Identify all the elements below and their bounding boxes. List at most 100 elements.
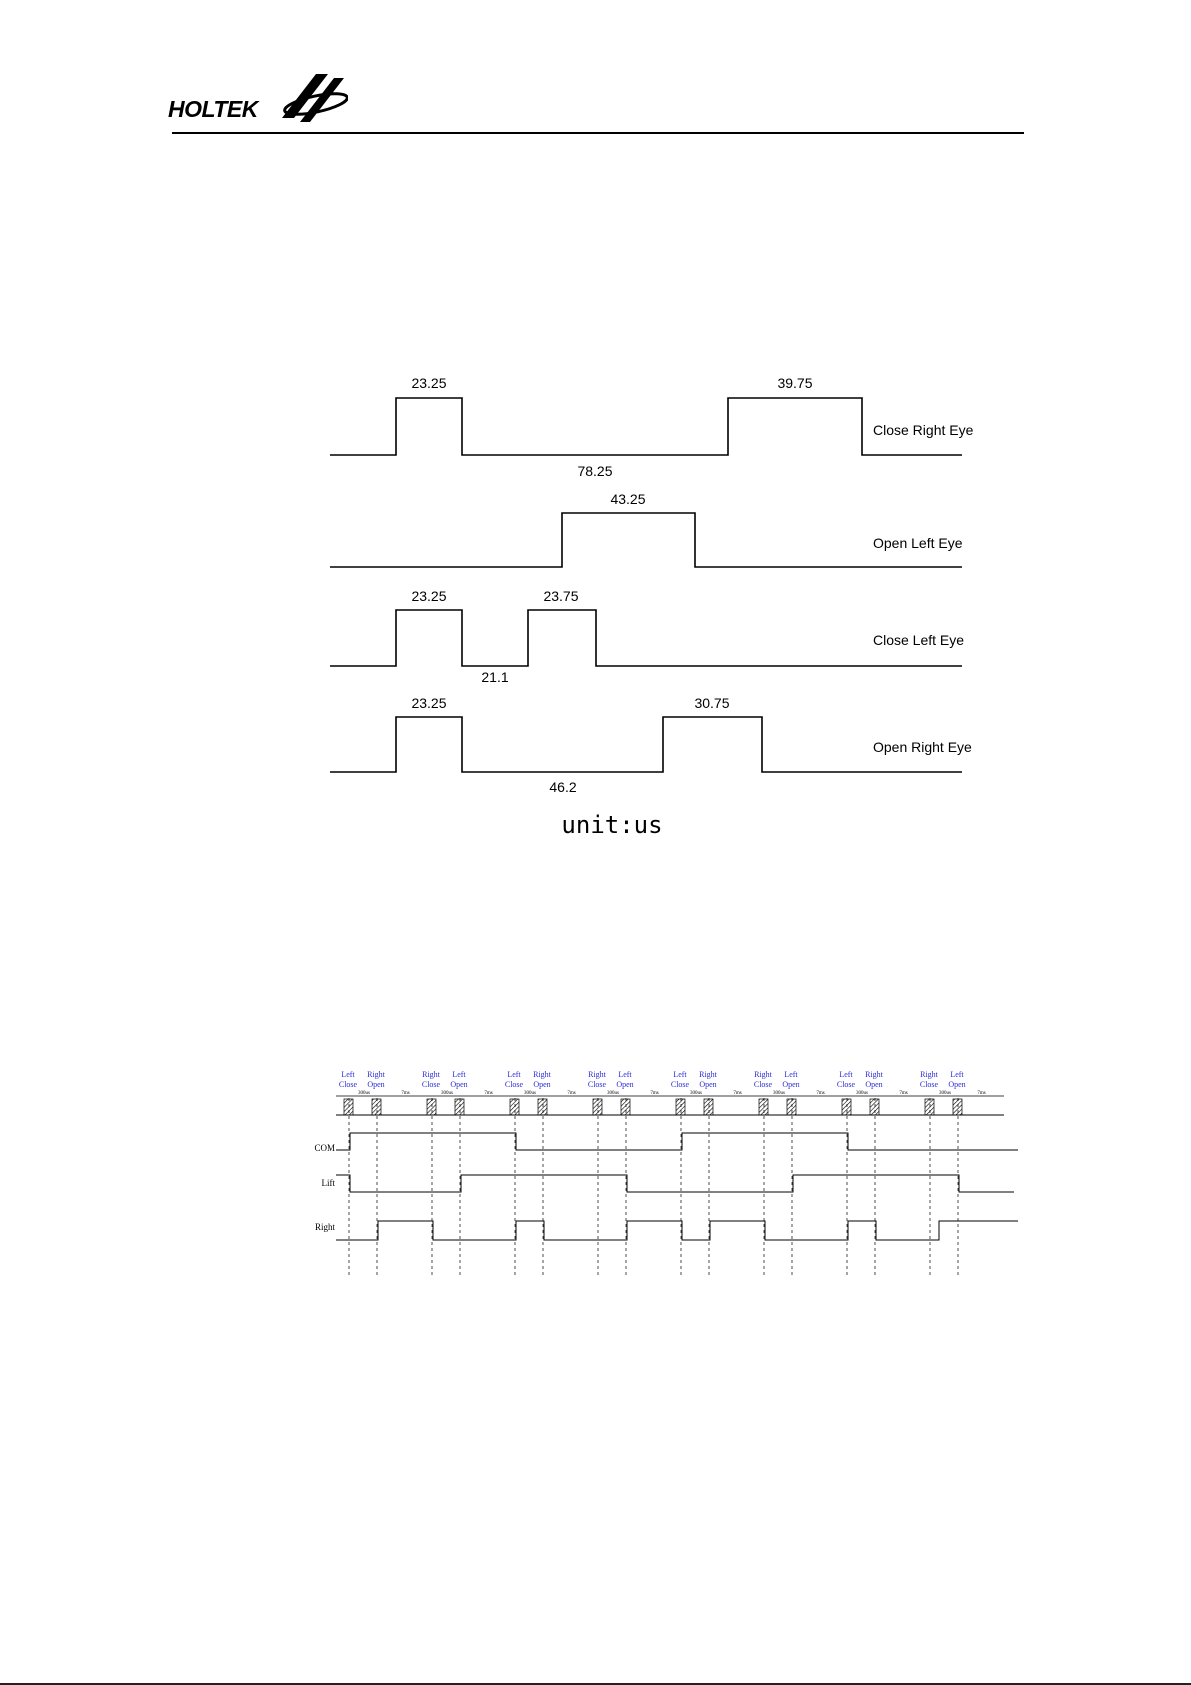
event-marker-box	[703, 1098, 714, 1116]
event-marker-box	[509, 1098, 520, 1116]
pulse-label: 23.75	[543, 588, 578, 604]
row-label: Close Right Eye	[873, 422, 974, 438]
row-open-right-eye: 23.25 30.75 46.2 Open Right Eye	[330, 695, 972, 795]
waveform-close-right-eye	[330, 397, 962, 456]
interval-label: 7ms	[899, 1091, 907, 1096]
interval-label: 7ms	[401, 1091, 409, 1096]
pulse-label: 23.25	[411, 695, 446, 711]
event-label-line1: Left	[673, 1070, 687, 1079]
event-marker-box	[537, 1098, 548, 1116]
pulse-label: 30.75	[694, 695, 729, 711]
event-marker-box	[592, 1098, 603, 1116]
event-label-line1: Right	[865, 1070, 884, 1079]
event-label-line2: Close	[671, 1080, 690, 1089]
event-marker-box	[924, 1098, 935, 1116]
event-marker-box	[426, 1098, 437, 1116]
event-label-line2: Open	[699, 1080, 716, 1089]
event-marker-box	[952, 1098, 963, 1116]
interval-label: 7ms	[733, 1091, 741, 1096]
event-label-line1: Left	[341, 1070, 355, 1079]
event-label-line2: Open	[533, 1080, 550, 1089]
waveform-close-left-eye	[330, 609, 962, 667]
event-label-line2: Close	[339, 1080, 358, 1089]
event-label-line1: Right	[920, 1070, 939, 1079]
event-label-line2: Open	[616, 1080, 633, 1089]
event-marker-box	[675, 1098, 686, 1116]
pulse-label: 39.75	[777, 375, 812, 391]
pulse-label: 43.25	[610, 491, 645, 507]
row-close-left-eye: 23.25 23.75 21.1 Close Left Eye	[330, 588, 964, 685]
pulse-label: 23.25	[411, 588, 446, 604]
event-label-line2: Close	[505, 1080, 524, 1089]
page-bottom-rule	[0, 1683, 1191, 1685]
event-label-line2: Open	[865, 1080, 882, 1089]
event-marker-box	[786, 1098, 797, 1116]
event-markers: LeftClose300usRightOpen7msRightClose300u…	[339, 1070, 986, 1278]
row-label: Close Left Eye	[873, 632, 964, 648]
event-label-line1: Right	[588, 1070, 607, 1079]
event-marker-box	[343, 1098, 354, 1116]
shutter-glasses-timing-diagram: LeftClose300usRightOpen7msRightClose300u…	[314, 1070, 1018, 1278]
interval-label: 300us	[441, 1091, 453, 1096]
interval-label: 7ms	[650, 1091, 658, 1096]
event-marker-box	[758, 1098, 769, 1116]
holtek-logo: HOLTEK	[168, 74, 348, 122]
event-label-line2: Open	[782, 1080, 799, 1089]
waveform-open-left-eye	[330, 512, 962, 568]
header-rule	[172, 132, 1024, 134]
gap-label: 21.1	[481, 669, 508, 685]
holtek-logo-text: HOLTEK	[168, 96, 260, 122]
row-label: Open Left Eye	[873, 535, 963, 551]
interval-label: 7ms	[567, 1091, 575, 1096]
event-label-line1: Left	[839, 1070, 853, 1079]
event-label-line2: Close	[588, 1080, 607, 1089]
waveform-right	[336, 1220, 1018, 1241]
event-label-line2: Close	[422, 1080, 441, 1089]
unit-label: unit:us	[561, 811, 662, 839]
event-marker-box	[620, 1098, 631, 1116]
event-label-line2: Close	[837, 1080, 856, 1089]
eye-timing-diagram: 23.25 39.75 78.25 Close Right Eye 43.25 …	[330, 375, 974, 839]
holtek-logo-mark	[282, 74, 348, 122]
interval-label: 7ms	[816, 1091, 824, 1096]
interval-label: 300us	[524, 1091, 536, 1096]
event-marker-box	[454, 1098, 465, 1116]
event-label-line1: Right	[367, 1070, 386, 1079]
event-label-line1: Right	[699, 1070, 718, 1079]
event-marker-box	[371, 1098, 382, 1116]
pulse-label: 23.25	[411, 375, 446, 391]
event-label-line1: Right	[533, 1070, 552, 1079]
interval-label: 300us	[690, 1091, 702, 1096]
row-open-left-eye: 43.25 Open Left Eye	[330, 491, 963, 568]
event-label-line1: Right	[754, 1070, 773, 1079]
event-label-line1: Left	[784, 1070, 798, 1079]
event-label-line1: Right	[422, 1070, 441, 1079]
gap-label: 78.25	[577, 463, 612, 479]
event-label-line1: Left	[618, 1070, 632, 1079]
event-label-line1: Left	[507, 1070, 521, 1079]
row-close-right-eye: 23.25 39.75 78.25 Close Right Eye	[330, 375, 974, 479]
event-marker-box	[841, 1098, 852, 1116]
event-label-line2: Open	[948, 1080, 965, 1089]
signal-label: Right	[315, 1222, 336, 1232]
signal-label: Lift	[322, 1178, 336, 1188]
event-label-line1: Left	[950, 1070, 964, 1079]
interval-label: 7ms	[484, 1091, 492, 1096]
event-label-line1: Left	[452, 1070, 466, 1079]
waveform-open-right-eye	[330, 716, 962, 773]
event-label-line2: Open	[450, 1080, 467, 1089]
gap-label: 46.2	[549, 779, 576, 795]
interval-label: 300us	[607, 1091, 619, 1096]
interval-label: 7ms	[977, 1091, 985, 1096]
waveform-lift	[336, 1174, 1014, 1193]
interval-label: 300us	[939, 1091, 951, 1096]
waveform-com	[336, 1132, 1018, 1151]
signal-label: COM	[314, 1143, 335, 1153]
event-label-line2: Close	[920, 1080, 939, 1089]
event-label-line2: Close	[754, 1080, 773, 1089]
event-label-line2: Open	[367, 1080, 384, 1089]
interval-label: 300us	[856, 1091, 868, 1096]
interval-label: 300us	[773, 1091, 785, 1096]
